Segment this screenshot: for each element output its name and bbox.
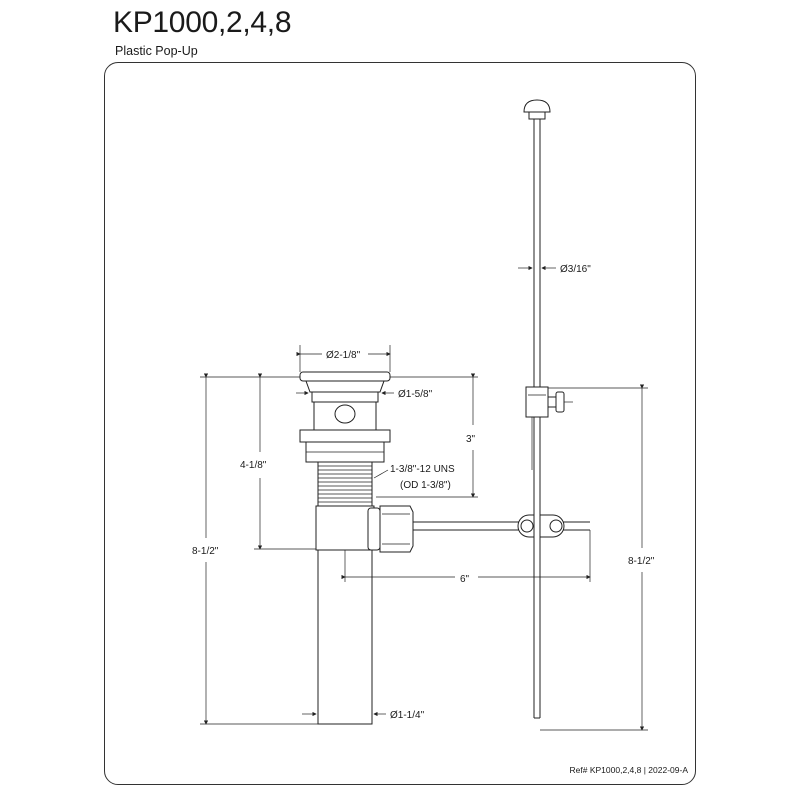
threaded-body bbox=[317, 461, 373, 507]
lift-rod-knob bbox=[523, 99, 551, 113]
product-title: KP1000,2,4,8 bbox=[113, 6, 292, 39]
dim-thread-od: (OD 1-3/8") bbox=[400, 480, 451, 491]
dim-thread-spec: 1-3/8"-12 UNS bbox=[390, 464, 455, 475]
lift-rod-assembly bbox=[412, 99, 590, 719]
dim-rod-diameter: Ø3/16" bbox=[560, 264, 591, 275]
stopper-cap bbox=[299, 371, 391, 382]
dim-cap-diameter: Ø2-1/8" bbox=[326, 350, 361, 361]
product-subtitle: Plastic Pop-Up bbox=[115, 44, 198, 58]
drawing-frame bbox=[104, 62, 696, 785]
dim-overall-height-left: 8-1/2" bbox=[192, 546, 219, 557]
drain-body bbox=[299, 371, 414, 725]
dimension-lines bbox=[200, 265, 648, 731]
dim-body-height: 4-1/8" bbox=[240, 460, 267, 471]
dim-stopper-diameter: Ø1-5/8" bbox=[398, 389, 433, 400]
dim-thread-height: 3" bbox=[466, 434, 476, 445]
dim-tailpiece-diameter: Ø1-1/4" bbox=[390, 710, 425, 721]
dim-pivot-length: 6" bbox=[460, 574, 470, 585]
reference-number: Ref# KP1000,2,4,8 | 2022-09-A bbox=[569, 765, 688, 775]
flange-nut bbox=[299, 429, 391, 443]
spring-clip bbox=[517, 514, 565, 538]
lift-rod-collar bbox=[528, 111, 546, 120]
pivot-nut bbox=[379, 505, 414, 553]
dim-overall-height-right: 8-1/2" bbox=[628, 556, 655, 567]
lift-rod-strap bbox=[525, 386, 549, 418]
strap-screw bbox=[555, 391, 565, 413]
pivot-ball-cap bbox=[367, 507, 381, 551]
